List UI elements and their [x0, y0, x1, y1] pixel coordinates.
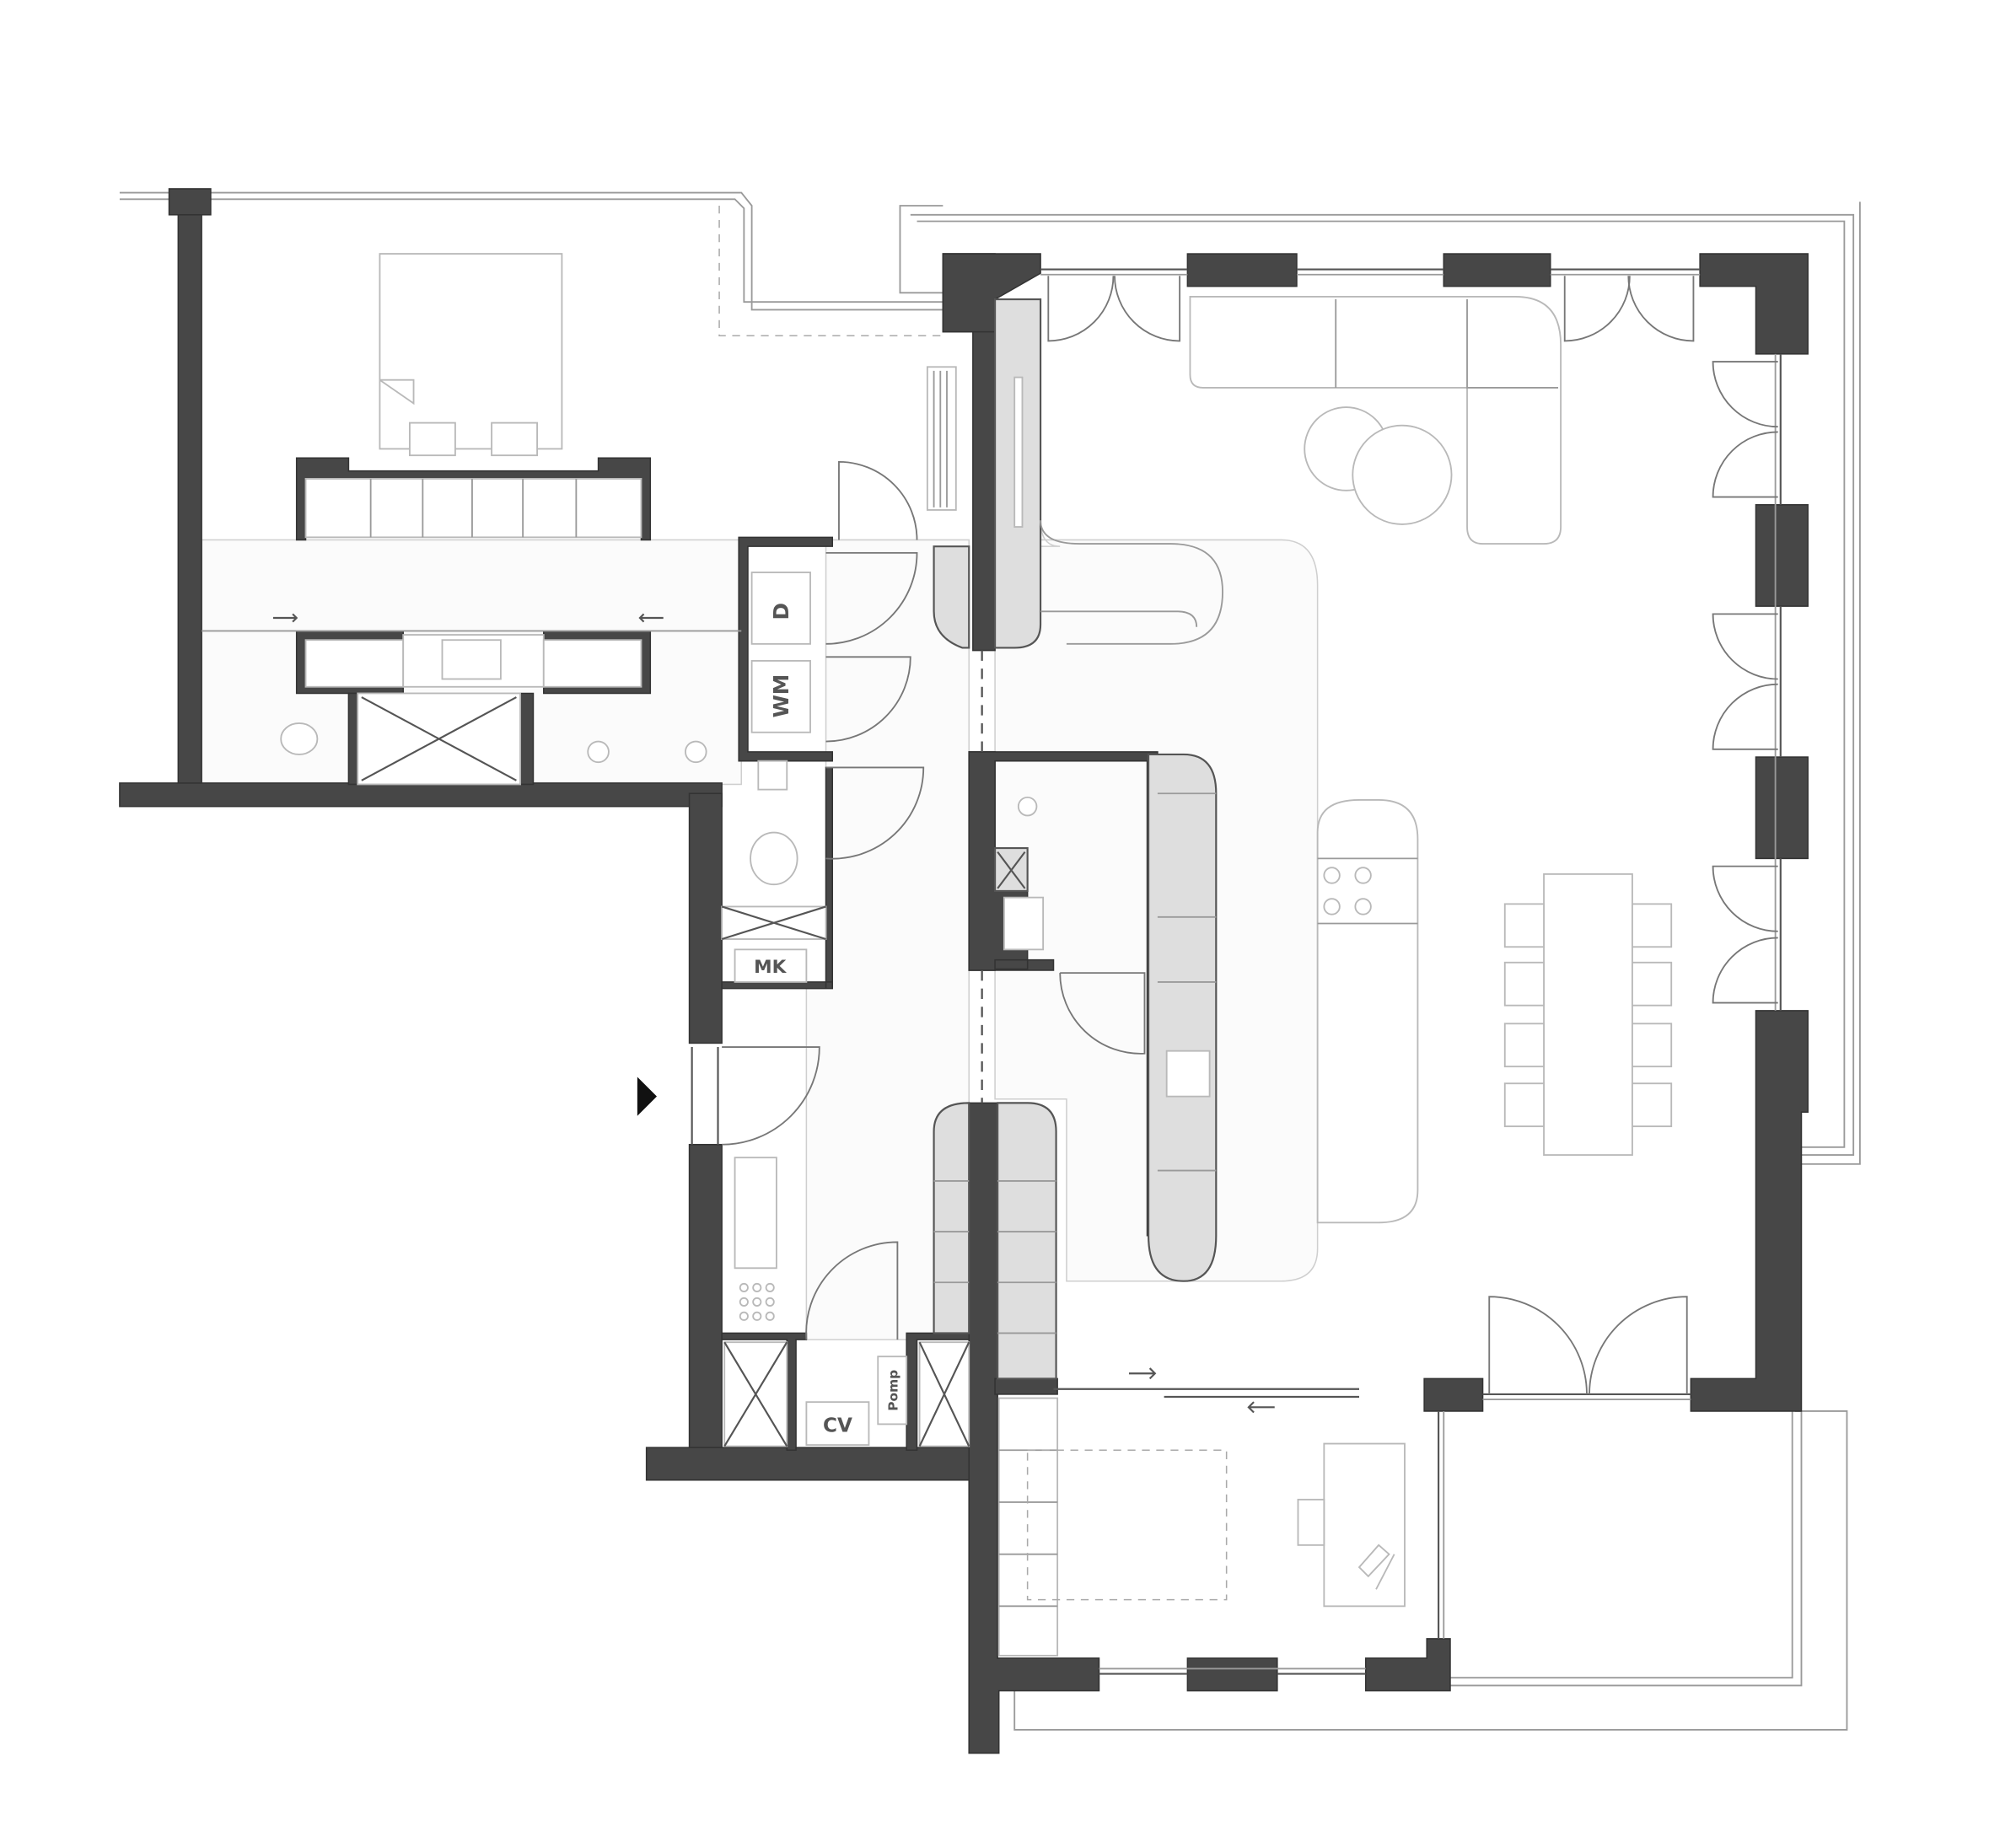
door-french-right[interactable] [1712, 613, 1778, 680]
door-french-top[interactable] [1627, 276, 1695, 342]
kitchen [933, 298, 1419, 1282]
wall-bedroom-bottom [119, 782, 723, 808]
pump [877, 1356, 908, 1426]
bed [379, 253, 563, 450]
desk [1323, 1442, 1406, 1608]
wall-pier [1755, 504, 1809, 607]
wardrobe [304, 478, 642, 539]
doors[interactable] [637, 276, 1778, 1414]
entrance-arrow-icon [637, 1077, 658, 1116]
door-french-right[interactable] [1712, 865, 1778, 932]
desk-chair [1297, 1498, 1325, 1546]
wall-pier [1755, 756, 1809, 860]
door-toilet[interactable] [825, 766, 925, 860]
balcony-railing [119, 191, 943, 311]
dining-table [1543, 872, 1633, 1157]
kitchen-counter [1148, 753, 1218, 1282]
door-terrace[interactable] [1589, 1296, 1688, 1394]
door-french-top[interactable] [1047, 276, 1115, 342]
pillow [408, 421, 456, 457]
wall-column [168, 188, 212, 216]
door-utility[interactable] [825, 656, 911, 743]
shoe-rack [739, 1282, 775, 1321]
shaft [997, 851, 1026, 889]
door-bathroom[interactable] [1059, 972, 1146, 1055]
handle [1013, 376, 1024, 528]
meter-cupboard-label: MK [754, 957, 787, 978]
sofa [1189, 296, 1562, 545]
wall-right [1690, 1010, 1809, 1412]
coat-rack [734, 1157, 777, 1270]
laptop [1357, 1544, 1395, 1590]
entrance-threshold [691, 1047, 719, 1145]
toilet [280, 722, 319, 755]
sliding-door[interactable] [1053, 1388, 1359, 1399]
towel-hook [587, 740, 610, 764]
sink [441, 639, 502, 680]
wall-pier [1186, 253, 1298, 287]
radiator [926, 366, 957, 511]
cooktop [1323, 867, 1372, 915]
bedroom [202, 253, 742, 786]
roof-edge-top [899, 201, 1861, 1165]
wall-pier [1443, 253, 1551, 287]
pump-label: Pomp [885, 1370, 900, 1411]
door-bedroom[interactable] [838, 460, 918, 540]
door-technical[interactable] [805, 1241, 899, 1340]
door-french-right[interactable] [1712, 361, 1778, 428]
boiler-label: CV [823, 1415, 852, 1437]
door-french-right[interactable] [1712, 431, 1778, 498]
guest-bed [1026, 1449, 1228, 1601]
washer-label: WM [769, 674, 793, 718]
shower-head [1017, 796, 1038, 817]
pillow [491, 421, 539, 457]
wall-hall-bottom [645, 1447, 973, 1481]
living-area [1026, 296, 1673, 1608]
tall-cabinet [933, 545, 970, 649]
wall-pier [1423, 1377, 1484, 1412]
toilet [750, 831, 798, 886]
terrace-outlines [119, 191, 1861, 1731]
door-french-top[interactable] [1563, 276, 1631, 342]
coffee-table [1352, 424, 1453, 525]
wall-pier [1186, 1657, 1278, 1692]
wall-corner-bottom-right [1364, 1638, 1451, 1692]
sink [757, 760, 788, 791]
wall-bedroom-left [177, 214, 202, 788]
door-utility[interactable] [825, 551, 918, 645]
storage-wall [933, 1102, 1059, 1656]
door-terrace[interactable] [1488, 1296, 1588, 1394]
boiler [805, 1401, 870, 1447]
dryer [750, 572, 811, 645]
kitchen-bench-outline [1040, 520, 1223, 645]
dining-chairs [1503, 903, 1673, 1128]
kitchen-island [1316, 799, 1419, 1224]
door-french-top[interactable] [1114, 276, 1181, 342]
meter-cupboard [734, 948, 808, 983]
dryer-label: D [769, 603, 793, 620]
slide-arrows [1128, 1367, 1275, 1414]
windows [1040, 268, 1782, 1675]
vanity-cabinet [542, 639, 642, 688]
door-entrance[interactable] [722, 1046, 820, 1146]
vanity-cabinet [304, 639, 405, 688]
wall-entrance-upper [688, 792, 723, 1044]
kitchen-sink [1165, 1050, 1211, 1098]
washing-machine [750, 659, 811, 733]
bathroom-sink [1003, 896, 1045, 951]
door-french-right[interactable] [1712, 937, 1778, 1004]
towel-hook [685, 740, 707, 764]
utility: D WM MK CV Pomp [721, 366, 970, 1447]
slide-arrows [272, 613, 664, 623]
terrace-edge [1013, 1410, 1848, 1731]
wall-entrance-lower [688, 1143, 723, 1458]
wall-corner-top-right [1699, 253, 1809, 355]
door-french-right[interactable] [1712, 683, 1778, 750]
wall-stub [994, 1377, 1058, 1395]
